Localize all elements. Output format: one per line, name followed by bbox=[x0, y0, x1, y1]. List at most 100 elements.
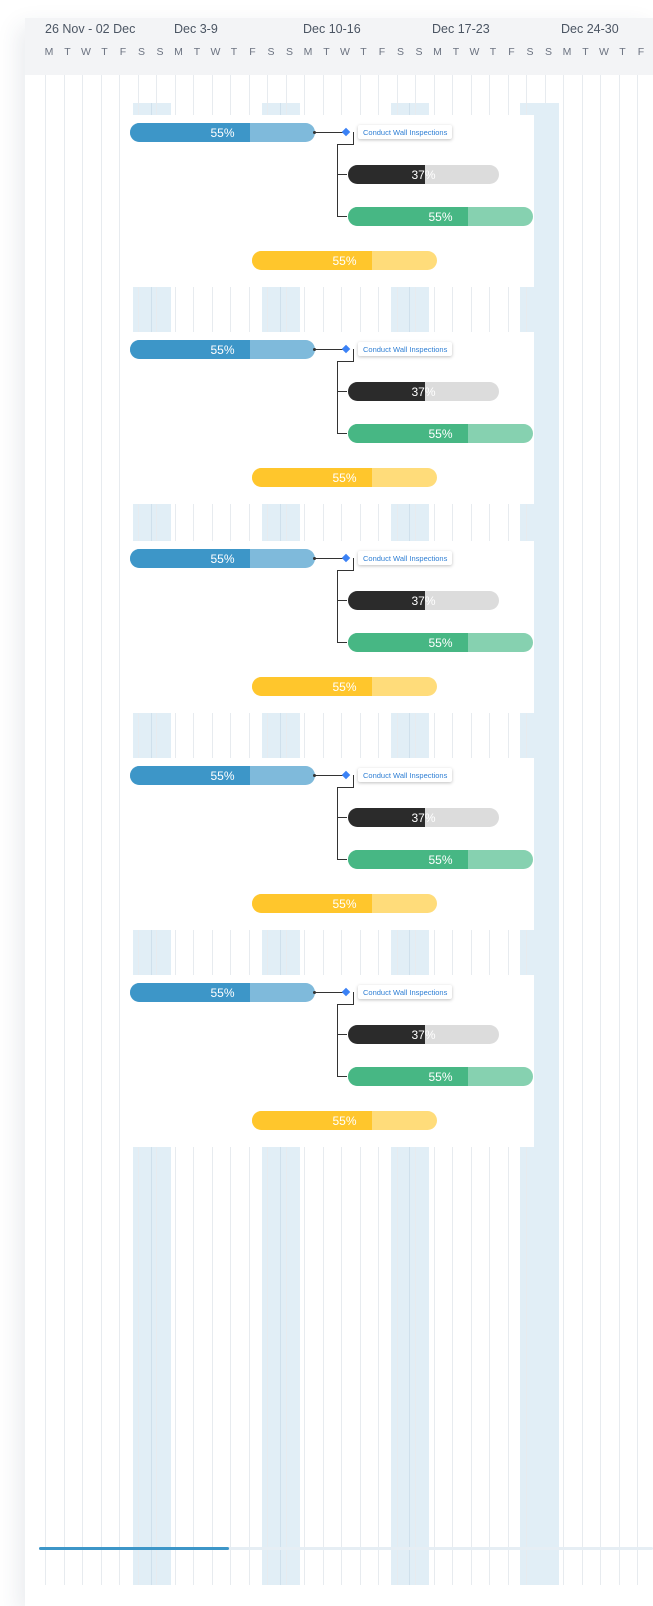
day-label: S bbox=[267, 46, 275, 58]
connector-dot bbox=[313, 774, 316, 777]
task-b-progress bbox=[348, 808, 425, 827]
milestone-label[interactable]: Conduct Wall Inspections bbox=[358, 985, 453, 999]
day-label: T bbox=[489, 46, 497, 58]
task-d-progress bbox=[252, 677, 373, 696]
connector-line bbox=[337, 600, 347, 601]
task-a-bar[interactable]: 55% bbox=[130, 340, 315, 359]
task-a-percent: 55% bbox=[210, 125, 235, 140]
scrollbar-thumb[interactable] bbox=[39, 1547, 230, 1550]
task-c-progress bbox=[348, 207, 469, 226]
day-gridline bbox=[45, 75, 46, 1585]
connector-line bbox=[337, 361, 338, 434]
task-b-bar[interactable]: 37% bbox=[348, 591, 499, 610]
horizontal-scrollbar[interactable] bbox=[39, 1547, 653, 1550]
day-gridline bbox=[563, 75, 564, 1585]
task-b-bar[interactable]: 37% bbox=[348, 382, 499, 401]
connector-line bbox=[337, 787, 353, 788]
milestone-label[interactable]: Conduct Wall Inspections bbox=[358, 125, 453, 139]
week-label: Dec 24-30 bbox=[561, 22, 619, 36]
task-d-percent: 55% bbox=[332, 896, 357, 911]
task-d-percent: 55% bbox=[332, 470, 357, 485]
connector-line bbox=[337, 1004, 353, 1005]
task-a-bar[interactable]: 55% bbox=[130, 766, 315, 785]
week-label: Dec 10-16 bbox=[303, 22, 361, 36]
task-d-progress bbox=[252, 251, 373, 270]
task-c-progress bbox=[348, 850, 469, 869]
day-label: M bbox=[303, 46, 313, 58]
day-label: M bbox=[433, 46, 442, 58]
task-a-progress bbox=[130, 340, 251, 359]
task-d-percent: 55% bbox=[332, 679, 357, 694]
today-column-shade bbox=[535, 103, 559, 1585]
task-a-progress bbox=[130, 766, 251, 785]
connector-line bbox=[353, 558, 354, 571]
task-a-bar[interactable]: 55% bbox=[130, 983, 315, 1002]
task-d-progress bbox=[252, 894, 373, 913]
day-gridline bbox=[64, 75, 65, 1585]
day-label: T bbox=[360, 46, 367, 58]
task-a-progress bbox=[130, 983, 251, 1002]
connector-dot bbox=[313, 557, 316, 560]
day-label: T bbox=[619, 46, 626, 58]
timeline-grid: 55% Conduct Wall Inspections 37% 55% 55% 55% C… bbox=[25, 75, 653, 1585]
milestone-label[interactable]: Conduct Wall Inspections bbox=[358, 551, 453, 565]
task-c-bar[interactable]: 55% bbox=[348, 850, 533, 869]
connector-line bbox=[337, 817, 347, 818]
task-c-percent: 55% bbox=[428, 426, 453, 441]
connector-dot bbox=[313, 991, 316, 994]
milestone-label[interactable]: Conduct Wall Inspections bbox=[358, 768, 453, 782]
connector-line bbox=[353, 349, 354, 362]
milestone-label[interactable]: Conduct Wall Inspections bbox=[358, 342, 453, 356]
task-c-percent: 55% bbox=[428, 635, 453, 650]
task-b-progress bbox=[348, 1025, 425, 1044]
connector-line bbox=[337, 144, 338, 217]
task-a-bar[interactable]: 55% bbox=[130, 123, 315, 142]
connector-line bbox=[337, 642, 347, 643]
task-b-bar[interactable]: 37% bbox=[348, 808, 499, 827]
task-c-bar[interactable]: 55% bbox=[348, 424, 533, 443]
day-label: S bbox=[526, 46, 534, 58]
connector-dot bbox=[313, 131, 316, 134]
day-label: S bbox=[137, 46, 145, 58]
day-label: F bbox=[508, 46, 515, 58]
task-b-bar[interactable]: 37% bbox=[348, 165, 499, 184]
day-gridline bbox=[600, 75, 601, 1585]
connector-line bbox=[337, 1004, 338, 1077]
connector-line bbox=[353, 132, 354, 145]
day-label: W bbox=[340, 46, 350, 58]
connector-line bbox=[337, 1076, 347, 1077]
day-label: T bbox=[64, 46, 71, 58]
task-d-bar[interactable]: 55% bbox=[252, 894, 437, 913]
day-label: S bbox=[156, 46, 164, 58]
task-b-bar[interactable]: 37% bbox=[348, 1025, 499, 1044]
task-b-percent: 37% bbox=[411, 1027, 436, 1042]
day-gridline bbox=[619, 75, 620, 1585]
connector-dot bbox=[313, 348, 316, 351]
connector-line bbox=[353, 775, 354, 788]
day-gridline bbox=[82, 75, 83, 1585]
connector-line bbox=[315, 775, 343, 776]
day-label: S bbox=[415, 46, 423, 58]
task-c-bar[interactable]: 55% bbox=[348, 633, 533, 652]
task-a-bar[interactable]: 55% bbox=[130, 549, 315, 568]
task-c-progress bbox=[348, 424, 469, 443]
connector-line bbox=[337, 1034, 347, 1035]
task-c-bar[interactable]: 55% bbox=[348, 207, 533, 226]
task-d-percent: 55% bbox=[332, 1113, 357, 1128]
connector-line bbox=[337, 433, 347, 434]
connector-line bbox=[315, 132, 343, 133]
task-d-bar[interactable]: 55% bbox=[252, 1111, 437, 1130]
task-a-percent: 55% bbox=[210, 985, 235, 1000]
connector-line bbox=[337, 216, 347, 217]
day-label: F bbox=[637, 46, 645, 58]
task-d-progress bbox=[252, 1111, 373, 1130]
task-d-bar[interactable]: 55% bbox=[252, 677, 437, 696]
week-label: Dec 3-9 bbox=[174, 22, 218, 36]
day-label: T bbox=[230, 46, 238, 58]
task-c-percent: 55% bbox=[428, 209, 453, 224]
day-label: W bbox=[599, 46, 609, 58]
task-c-bar[interactable]: 55% bbox=[348, 1067, 533, 1086]
task-d-bar[interactable]: 55% bbox=[252, 251, 437, 270]
task-d-bar[interactable]: 55% bbox=[252, 468, 437, 487]
